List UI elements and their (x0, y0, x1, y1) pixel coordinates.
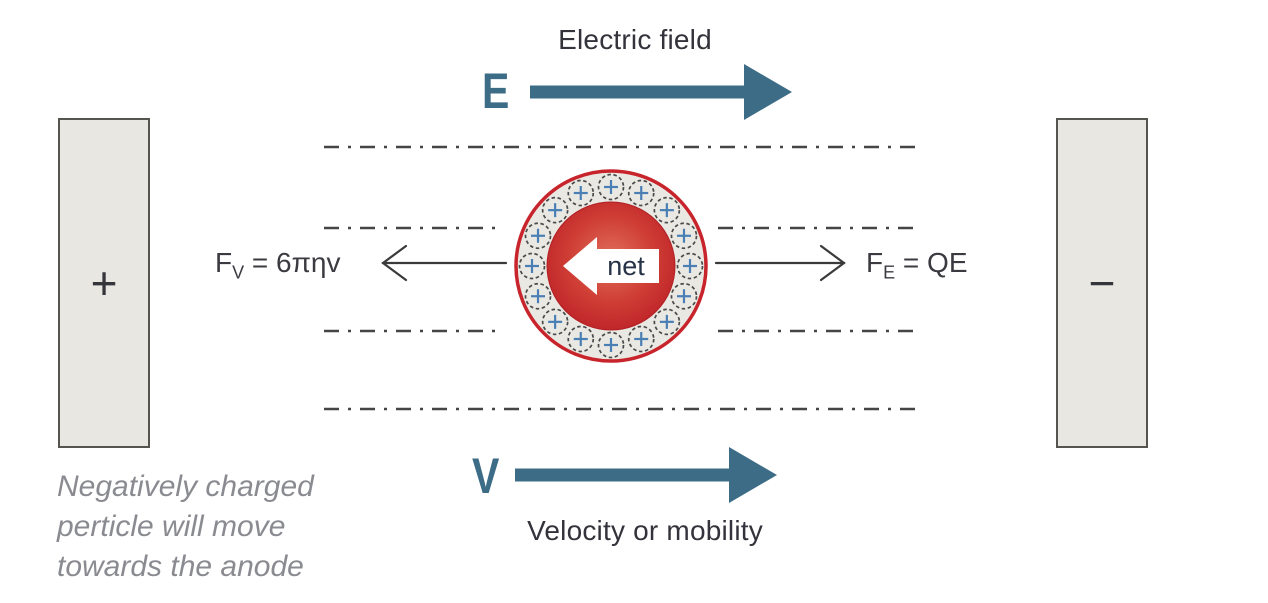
positive-ion-icon (676, 252, 704, 280)
positive-ion-icon (670, 282, 698, 310)
electric-field-label: Electric field (558, 24, 712, 55)
positive-ion-icon (567, 325, 595, 353)
positive-ion-icon (597, 173, 625, 201)
field-lines (324, 145, 915, 411)
positive-ion-icon (541, 196, 569, 224)
velocity-mobility-label: Velocity or mobility (527, 515, 763, 546)
caption-line: Negatively charged (57, 470, 314, 503)
force-symbol: F (866, 247, 884, 278)
positive-ion-icon (627, 179, 655, 207)
viscous-force-arrow (381, 244, 508, 282)
charged-particle (514, 169, 708, 363)
positive-ion-ring (518, 173, 704, 359)
cathode-electrode: − (1056, 118, 1148, 448)
e-field-symbol: E (482, 63, 510, 119)
positive-ion-icon (541, 308, 569, 336)
positive-ion-icon (653, 308, 681, 336)
net-charge-label: net (607, 251, 645, 281)
force-equation: = QE (895, 247, 968, 278)
net-arrow-icon (563, 237, 659, 295)
positive-ion-icon (524, 282, 552, 310)
force-symbol: F (215, 247, 233, 278)
caption: Negatively charged perticle will move to… (57, 467, 397, 587)
positive-ion-icon (518, 252, 546, 280)
velocity-arrow-icon (515, 447, 777, 503)
minus-sign: − (1088, 257, 1116, 309)
velocity-symbol: V (472, 448, 500, 504)
caption-line: towards the anode (57, 550, 304, 583)
force-subscript: V (232, 262, 245, 283)
positive-ion-icon (597, 331, 625, 359)
positive-ion-icon (627, 325, 655, 353)
positive-ion-icon (653, 196, 681, 224)
force-subscript: E (883, 262, 896, 283)
caption-line: perticle will move (57, 510, 286, 543)
viscous-force-label: FV = 6πηv (215, 247, 341, 282)
electric-force-arrow (714, 244, 846, 282)
electric-force-label: FE = QE (866, 247, 968, 282)
force-equation: = 6πηv (244, 247, 341, 278)
positive-ion-icon (524, 222, 552, 250)
electric-field-arrow-icon (530, 64, 792, 120)
anode-electrode: + (58, 118, 150, 448)
positive-ion-icon (670, 222, 698, 250)
plus-sign: + (90, 257, 118, 309)
positive-ion-icon (567, 179, 595, 207)
